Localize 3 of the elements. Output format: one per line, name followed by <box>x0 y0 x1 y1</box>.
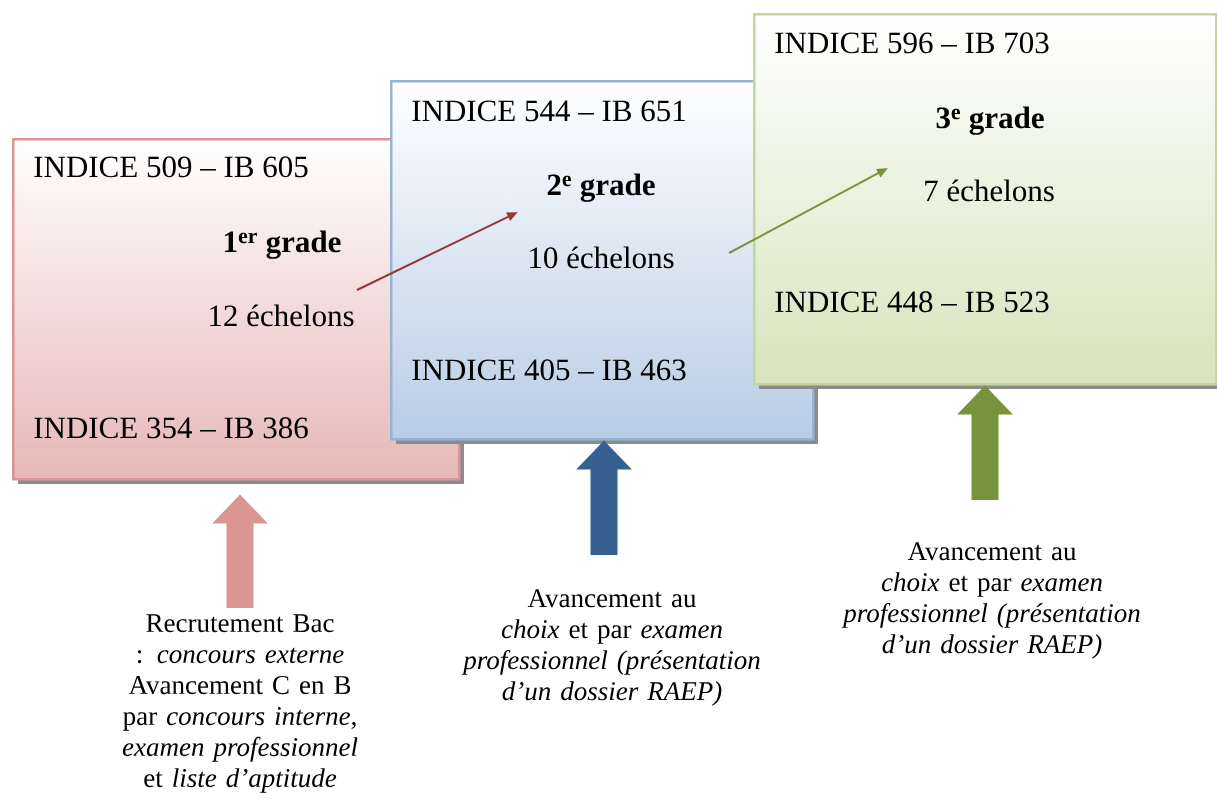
note-text: Avancement au choix et par examen professionnel (présentation d’un dossier RAEP) <box>841 542 1140 659</box>
note-text: Avancement au choix et par examen professionnel (présentation d’un dossier RAEP) <box>461 589 760 706</box>
note-text: Recrutement Bac : concours externe Avancement C en B par concours interne, examen professionnel et liste d’aptitude <box>122 614 358 793</box>
